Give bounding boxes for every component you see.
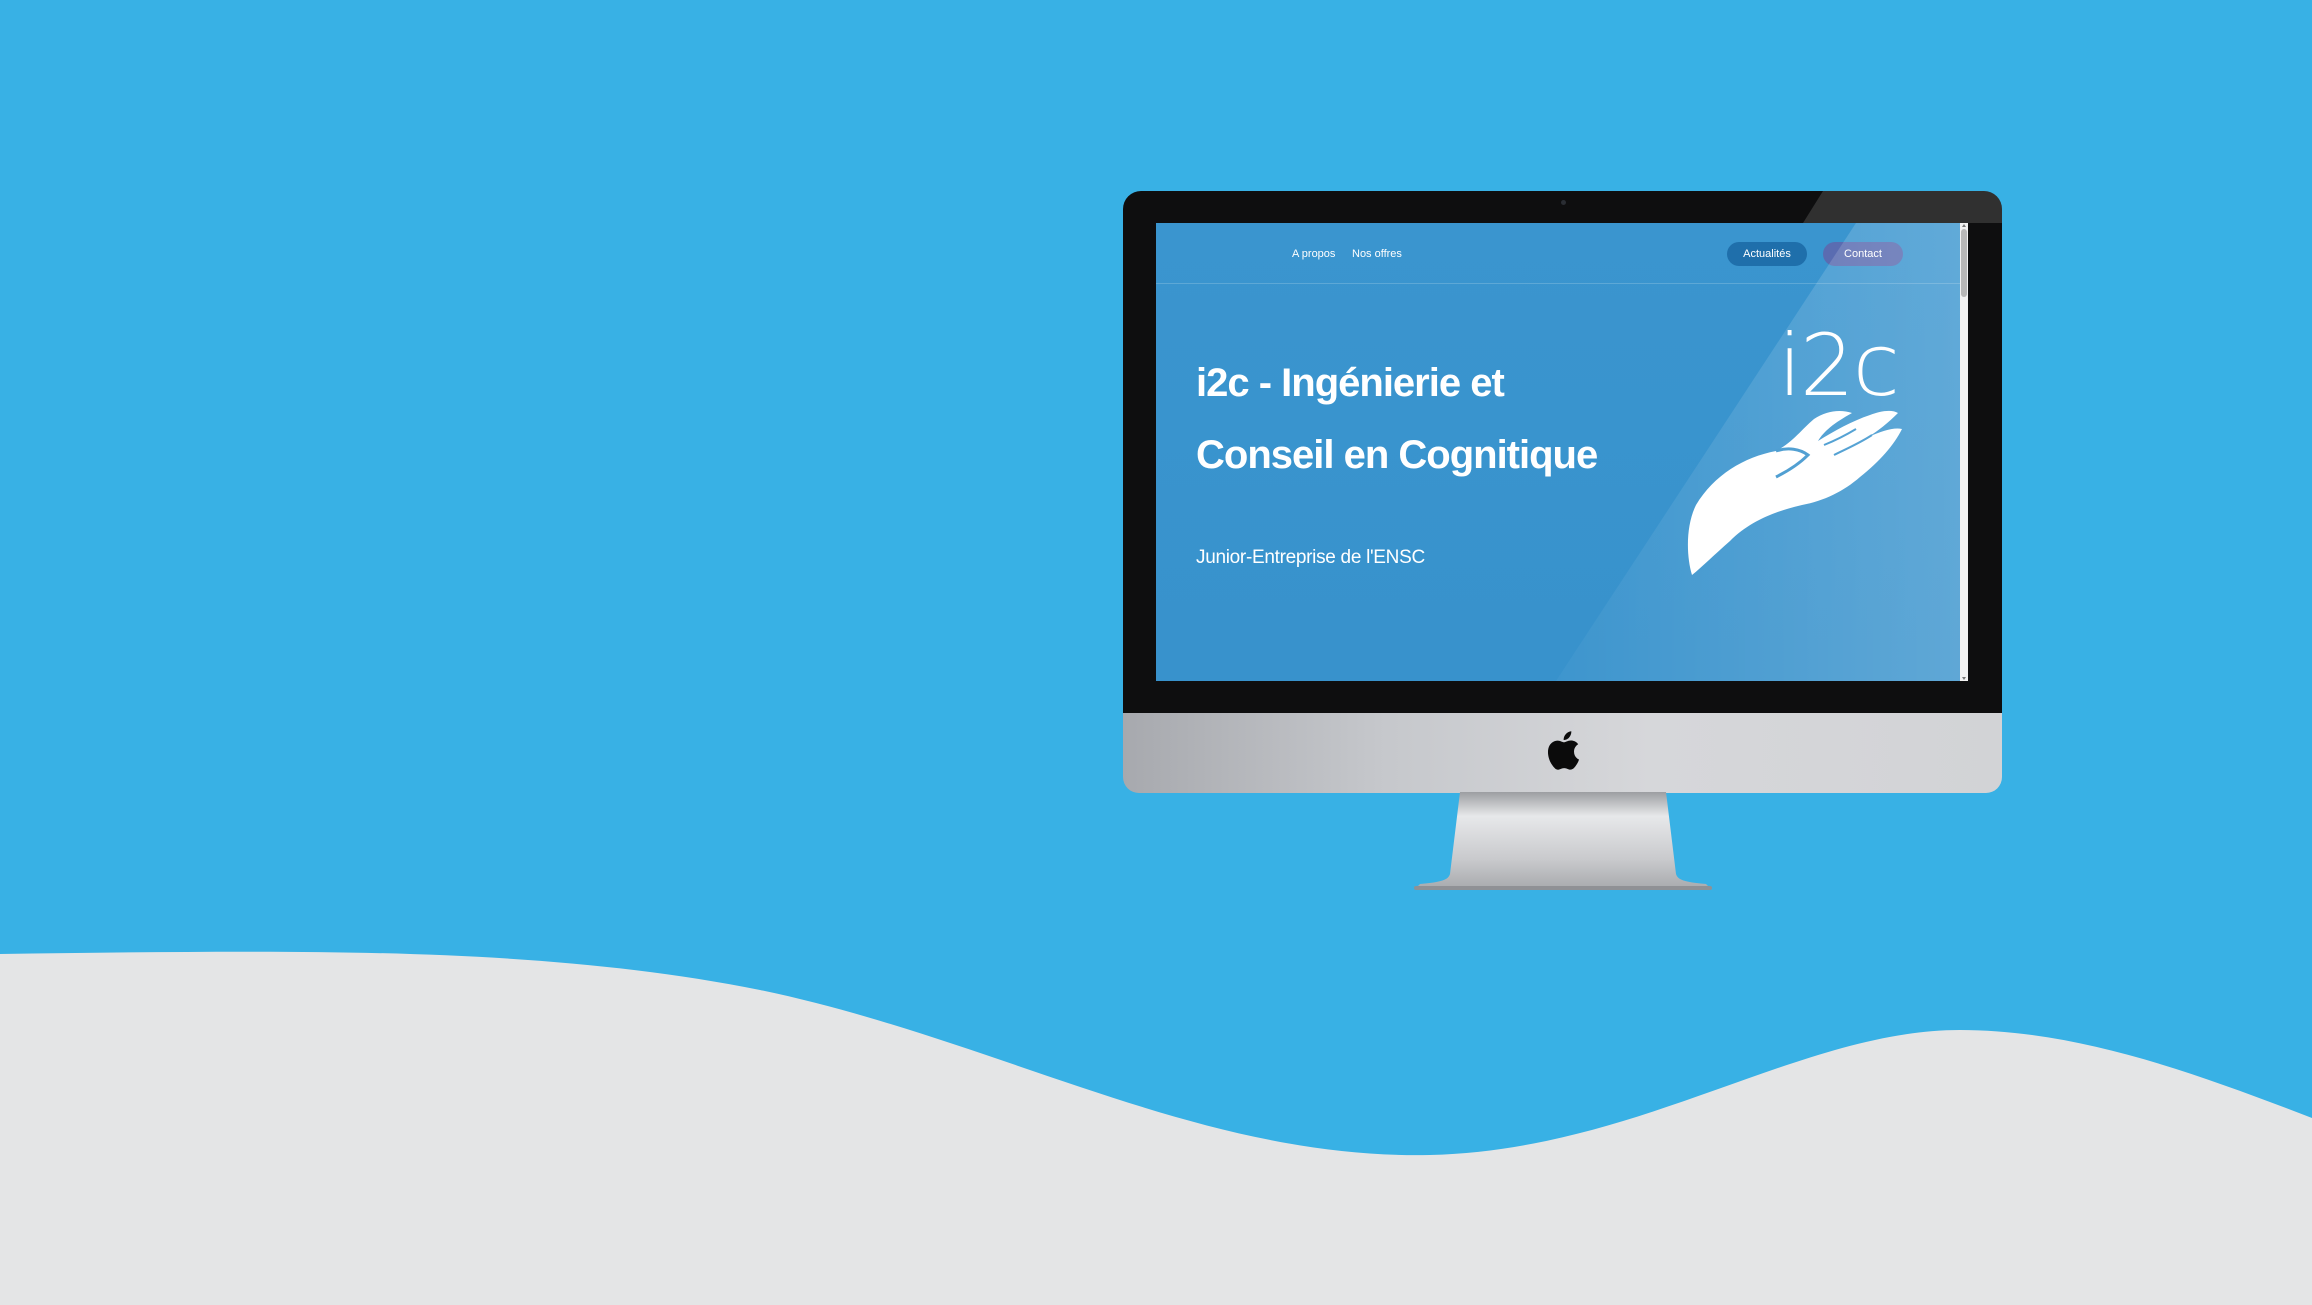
scrollbar[interactable]	[1960, 223, 1968, 681]
scroll-up-icon[interactable]	[1962, 224, 1966, 227]
camera-icon	[1561, 200, 1566, 205]
scroll-down-icon[interactable]	[1962, 677, 1966, 680]
open-hand-icon	[1687, 410, 1902, 575]
news-button[interactable]: Actualités	[1727, 242, 1807, 266]
monitor-stand	[1414, 792, 1712, 890]
contact-button[interactable]: Contact	[1823, 242, 1903, 266]
nav-link-offers[interactable]: Nos offres	[1352, 248, 1402, 260]
scroll-thumb[interactable]	[1961, 229, 1967, 297]
apple-logo-icon	[1547, 731, 1579, 770]
i2c-logo-text: i2c	[1778, 316, 1900, 416]
hero-subtitle: Junior-Entreprise de l'ENSC	[1196, 547, 1425, 568]
site-navbar: A propos Nos offres Actualités Contact	[1156, 223, 1960, 284]
hero-title-line-2: Conseil en Cognitique	[1196, 433, 1598, 477]
website-screen: A propos Nos offres Actualités Contact i…	[1156, 223, 1968, 681]
nav-link-about[interactable]: A propos	[1292, 248, 1336, 260]
hero-title-line-1: i2c - Ingénierie et	[1196, 361, 1505, 405]
hero-title: i2c - Ingénierie et Conseil en Cognitiqu…	[1196, 347, 1676, 491]
